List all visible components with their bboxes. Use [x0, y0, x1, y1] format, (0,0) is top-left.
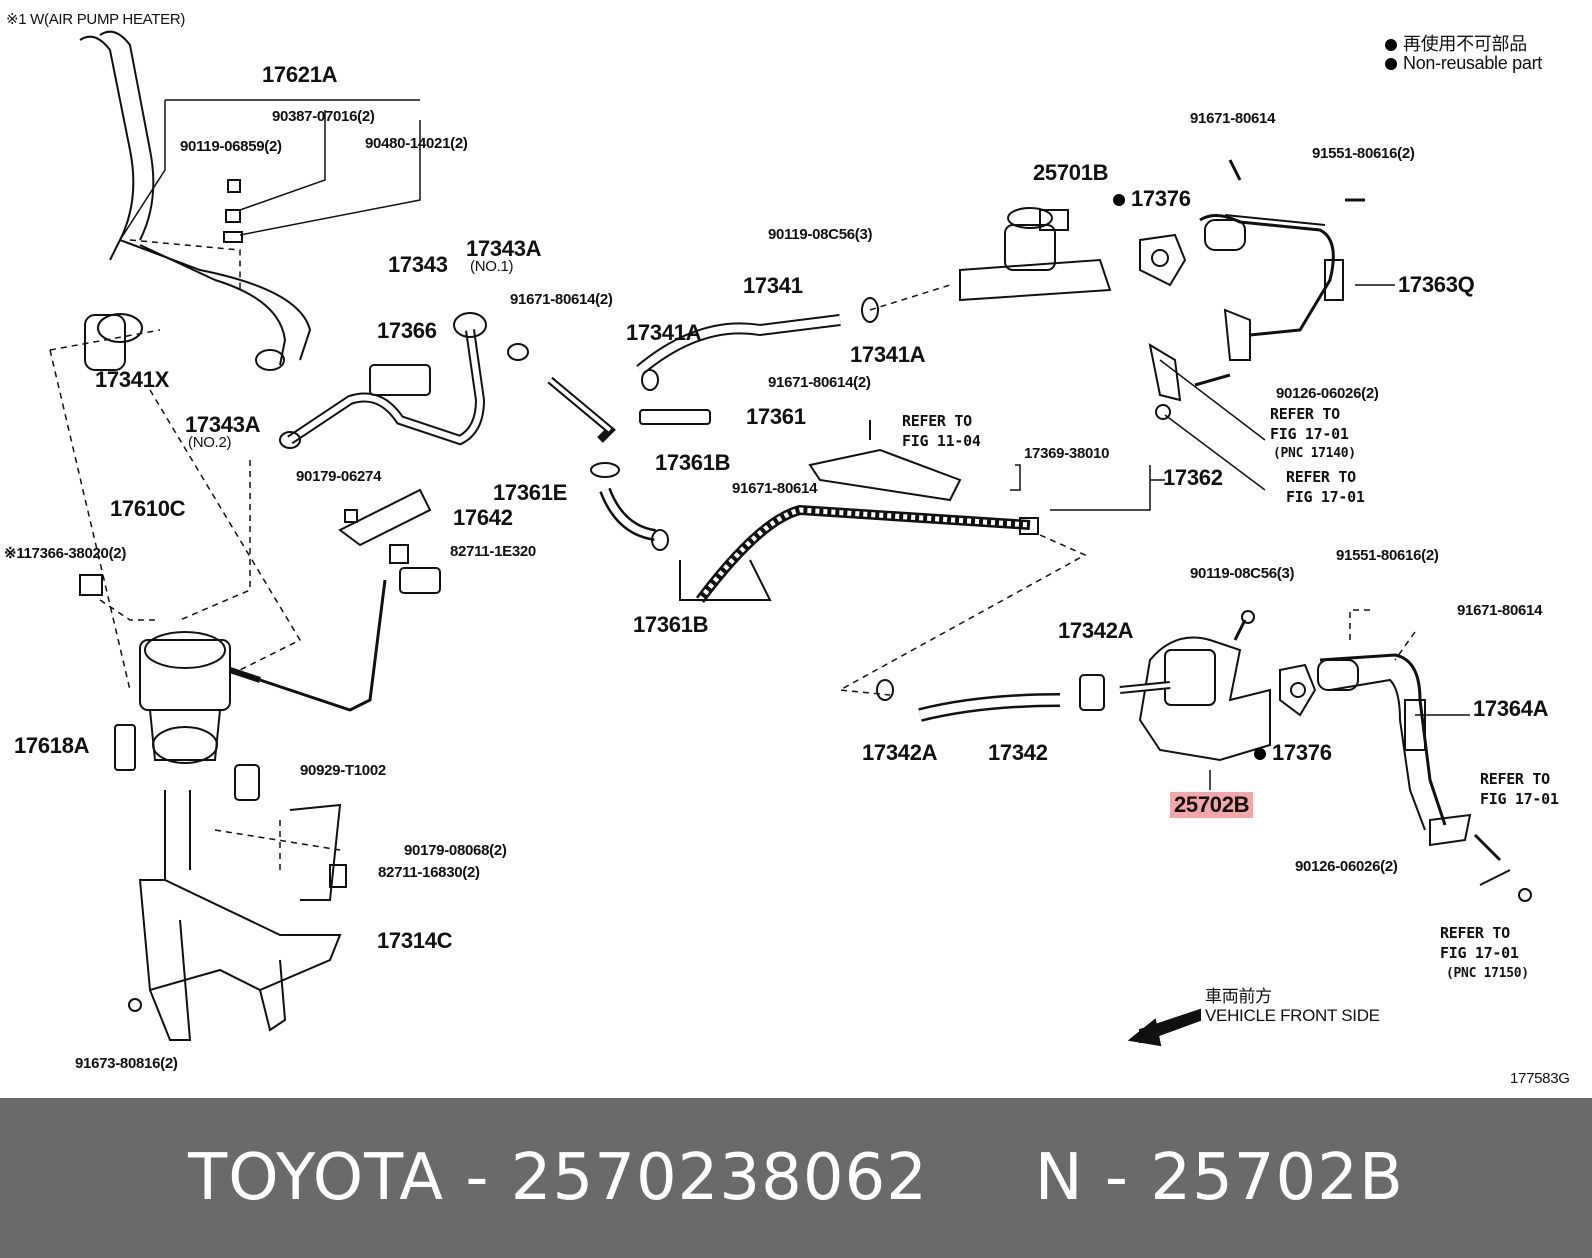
part-17343A-no2: 17343A	[185, 412, 261, 437]
part-82711-b: 82711-16830(2)	[378, 864, 480, 881]
part-17343A-no1: 17343A	[466, 236, 542, 261]
part-17361B-2: 17361B	[633, 612, 709, 637]
part-17341A-1: 17341A	[626, 320, 702, 345]
part-17342A-2: 17342A	[862, 740, 938, 765]
part-91671-d: 91671-80614	[732, 480, 818, 497]
refer-fig-17-01-b1[interactable]: REFER TO	[1286, 468, 1356, 486]
refer-fig-17-01-b2[interactable]: FIG 17-01	[1286, 488, 1365, 506]
part-90179-a: 90179-06274	[296, 468, 382, 485]
legend-line-en: Non-reusable part	[1385, 53, 1542, 74]
part-17376-bottom-text: 17376	[1272, 740, 1332, 765]
separator-2: -	[1083, 1141, 1151, 1215]
part-17343: 17343	[388, 252, 448, 277]
part-90387: 90387-07016(2)	[272, 108, 375, 125]
part-25702B-highlighted[interactable]: 25702B	[1170, 792, 1254, 818]
pnc-17140: (PNC 17140)	[1273, 446, 1356, 461]
part-91671-a: 91671-80614(2)	[510, 291, 613, 308]
separator-1: -	[444, 1141, 511, 1215]
part-17343A-no1-note: (NO.1)	[470, 258, 514, 275]
part-90119-a: 90119-06859(2)	[180, 138, 282, 155]
part-17369: 17369-38010	[1024, 445, 1110, 462]
part-91671-e: 91671-80614	[1457, 602, 1543, 619]
part-17341A-2: 17341A	[850, 342, 926, 367]
part-90179-b: 90179-08068(2)	[404, 842, 507, 859]
part-90119-b: 90119-08C56(3)	[768, 226, 873, 243]
diagram-drawing	[49, 30, 1532, 1047]
part-17361: 17361	[746, 404, 806, 429]
refer-fig-17-01-c1[interactable]: REFER TO	[1480, 770, 1550, 788]
part-17621A: 17621A	[262, 62, 338, 87]
legend-line-jp: 再使用不可部品	[1385, 30, 1527, 56]
vehicle-front-en: VEHICLE FRONT SIDE	[1205, 1006, 1380, 1025]
part-number-banner: TOYOTA - 2570238062 N - 25702B	[0, 1098, 1592, 1258]
n-label: N	[1034, 1141, 1084, 1215]
part-17342: 17342	[988, 740, 1048, 765]
part-17364A: 17364A	[1473, 696, 1549, 721]
part-number-text: TOYOTA - 2570238062 N - 25702B	[188, 1141, 1404, 1215]
part-90126-a: 90126-06026(2)	[1276, 385, 1379, 402]
part-17343A-no2-note: (NO.2)	[188, 434, 232, 451]
part-17341X: 17341X	[95, 367, 170, 392]
part-25701B: 25701B	[1033, 160, 1109, 185]
part-17342A-1: 17342A	[1058, 618, 1134, 643]
legend-en-text: Non-reusable part	[1403, 53, 1542, 73]
legend-jp-text: 再使用不可部品	[1403, 34, 1527, 54]
part-82711-a: 82711-1E320	[450, 543, 536, 560]
part-90480: 90480-14021(2)	[365, 135, 468, 152]
part-17618A: 17618A	[14, 733, 90, 758]
part-17314C: 17314C	[377, 928, 453, 953]
part-number: 2570238062	[510, 1141, 928, 1215]
refer-fig-17-01-c2[interactable]: FIG 17-01	[1480, 790, 1559, 808]
part-91673: 91673-80816(2)	[75, 1055, 178, 1072]
part-17361E: 17361E	[493, 480, 568, 505]
figure-code: 177583G	[1510, 1070, 1570, 1087]
refer-fig-17-01-a1[interactable]: REFER TO	[1270, 405, 1340, 423]
parts-diagram: ※1 W(AIR PUMP HEATER) 再使用不可部品 Non-reusab…	[4, 11, 1570, 1087]
brand-name: TOYOTA	[188, 1141, 444, 1215]
part-91551-a: 91551-80616(2)	[1312, 145, 1415, 162]
part-17376-bottom: 17376	[1254, 740, 1332, 766]
part-17642: 17642	[453, 505, 513, 530]
vehicle-front-jp: 車両前方	[1205, 987, 1272, 1006]
part-91671-c: 91671-80614(2)	[768, 374, 871, 391]
refer-fig-17-01-a2[interactable]: FIG 17-01	[1270, 425, 1349, 443]
refer-fig-11-04-a[interactable]: REFER TO	[902, 412, 972, 430]
refer-fig-11-04-b[interactable]: FIG 11-04	[902, 432, 981, 450]
part-17341: 17341	[743, 273, 803, 298]
refer-fig-17-01-d2[interactable]: FIG 17-01	[1440, 944, 1519, 962]
part-91551-b: 91551-80616(2)	[1336, 547, 1439, 564]
gap	[928, 1141, 1035, 1215]
part-17610C: 17610C	[110, 496, 186, 521]
part-17376-top: 17376	[1113, 186, 1191, 212]
part-90126-b: 90126-06026(2)	[1295, 858, 1398, 875]
part-90119-c: 90119-08C56(3)	[1190, 565, 1295, 582]
part-17366-38020: ※117366-38020(2)	[4, 545, 127, 562]
part-91671-b: 91671-80614	[1190, 110, 1276, 127]
heater-note: ※1 W(AIR PUMP HEATER)	[6, 11, 186, 28]
part-17376-top-text: 17376	[1131, 186, 1191, 211]
pnc-17150: (PNC 17150)	[1446, 966, 1529, 981]
part-17366: 17366	[377, 318, 437, 343]
refer-fig-17-01-d1[interactable]: REFER TO	[1440, 924, 1510, 942]
part-17362: 17362	[1163, 465, 1223, 490]
part-17361B-1: 17361B	[655, 450, 731, 475]
part-17363Q: 17363Q	[1398, 272, 1475, 297]
part-90929: 90929-T1002	[300, 762, 386, 779]
diagram-reference: 25702B	[1150, 1141, 1404, 1215]
